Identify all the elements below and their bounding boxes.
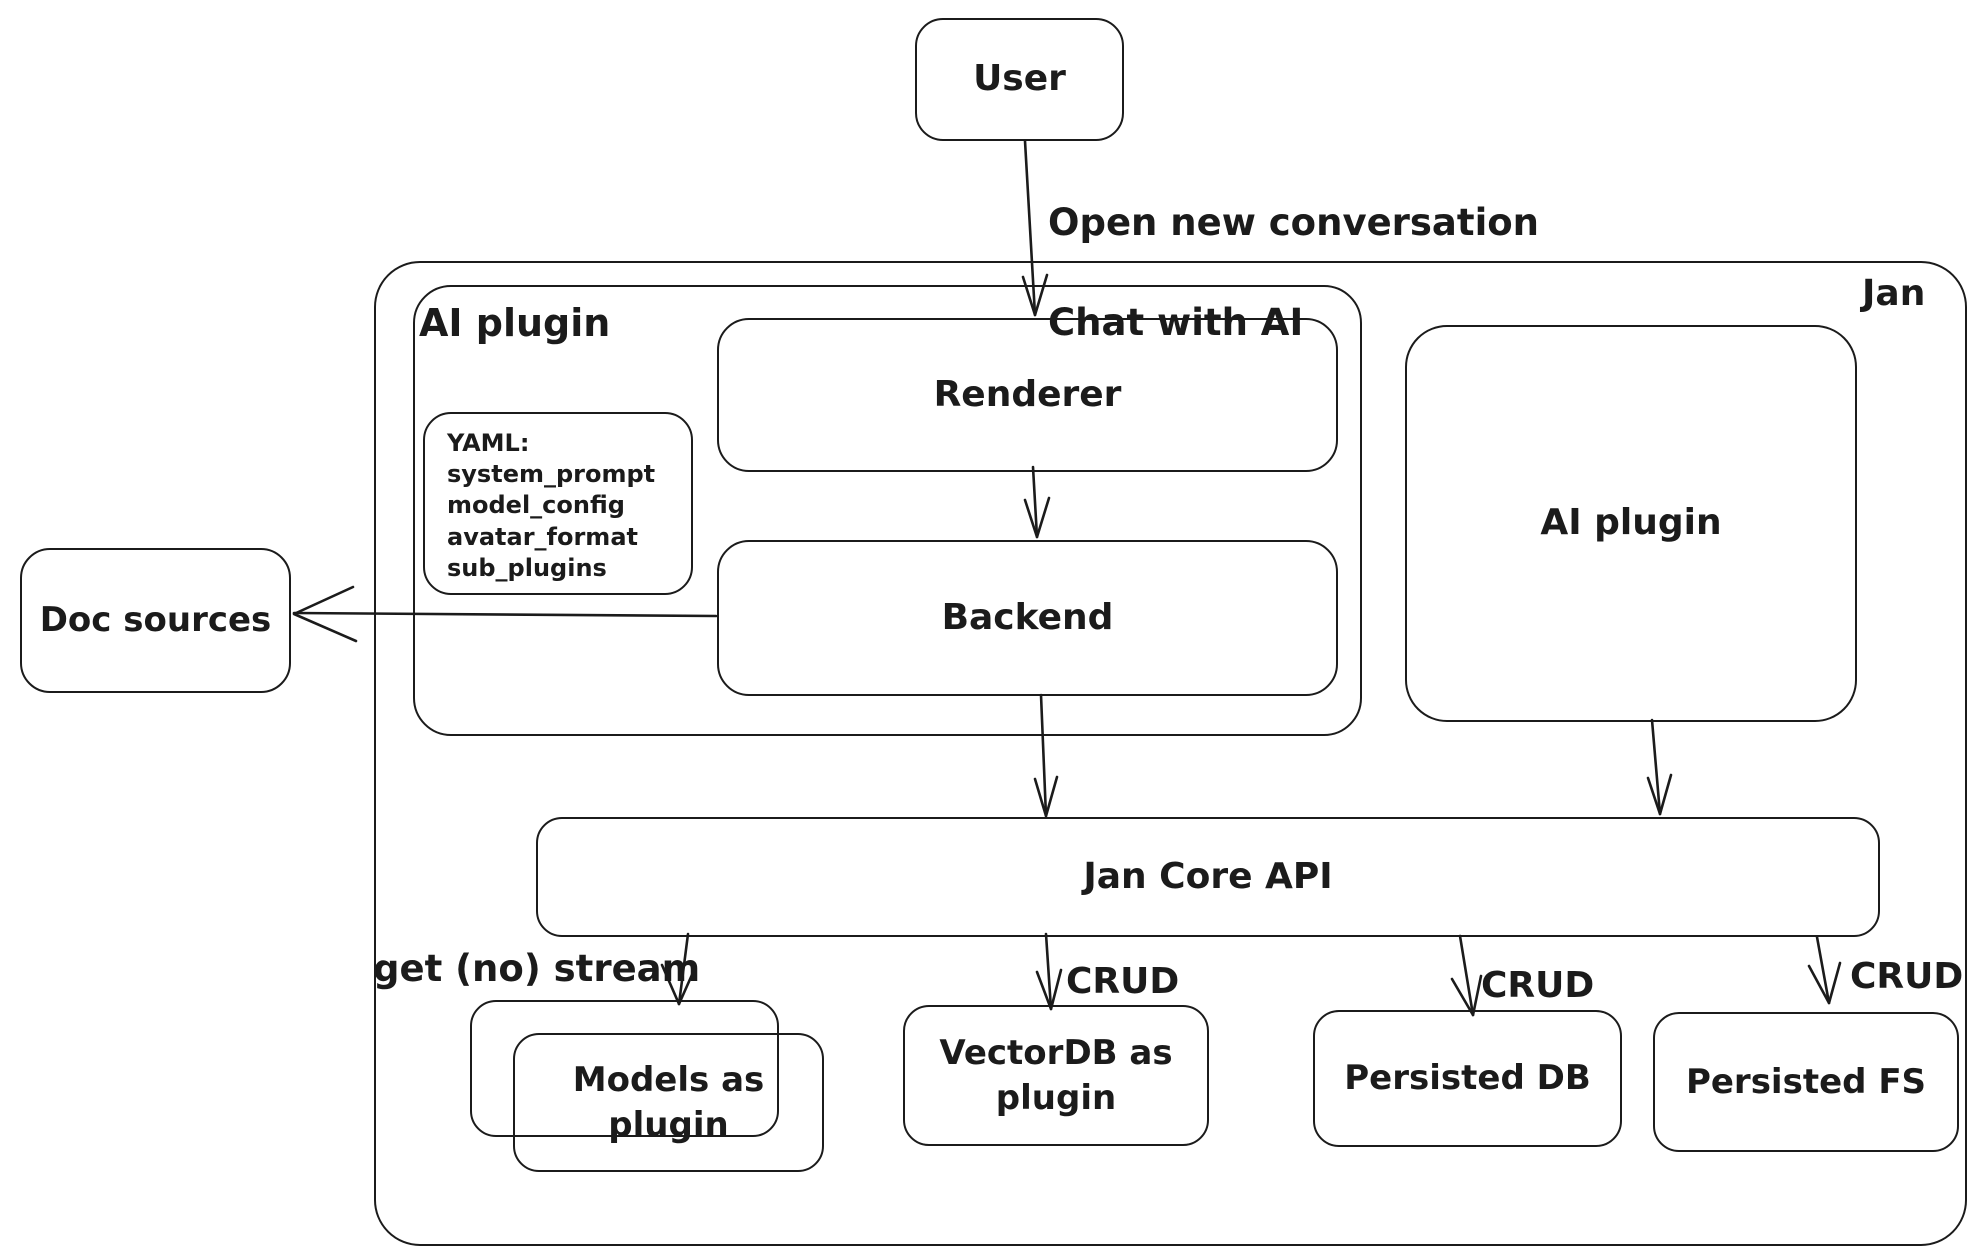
ai-plugin-group-label: AI plugin [419,301,611,345]
open-conversation-label: Open new conversation [1048,200,1540,244]
jan-container-label: Jan [1862,273,1926,314]
jan-container-box [374,261,1967,1246]
backend-node: Backend [717,540,1338,696]
jan-core-api-node: Jan Core API [536,817,1880,937]
crud-persisted-fs-label: CRUD [1850,956,1964,997]
crud-persisted-db-label: CRUD [1481,965,1595,1006]
user-arrow-label: Open new conversation Chat with AI [1048,148,1539,398]
crud-vectordb-label: CRUD [1066,961,1180,1002]
models-as-plugin-back-box [470,1000,779,1137]
get-no-stream-label: get (no) stream [373,947,701,990]
ai-plugin-node: AI plugin [1405,325,1857,722]
ai-plugin-group-box [413,285,1362,736]
persisted-db-node: Persisted DB [1313,1010,1622,1147]
user-node: User [915,18,1124,141]
yaml-note-node: YAML: system_prompt model_config avatar_… [423,412,693,595]
renderer-node: Renderer [717,318,1338,472]
persisted-fs-node: Persisted FS [1653,1012,1959,1152]
models-as-plugin-node: Models as plugin [513,1033,824,1172]
doc-sources-node: Doc sources [20,548,291,693]
vectordb-as-plugin-node: VectorDB as plugin [903,1005,1209,1146]
chat-with-ai-label: Chat with AI [1048,300,1304,344]
